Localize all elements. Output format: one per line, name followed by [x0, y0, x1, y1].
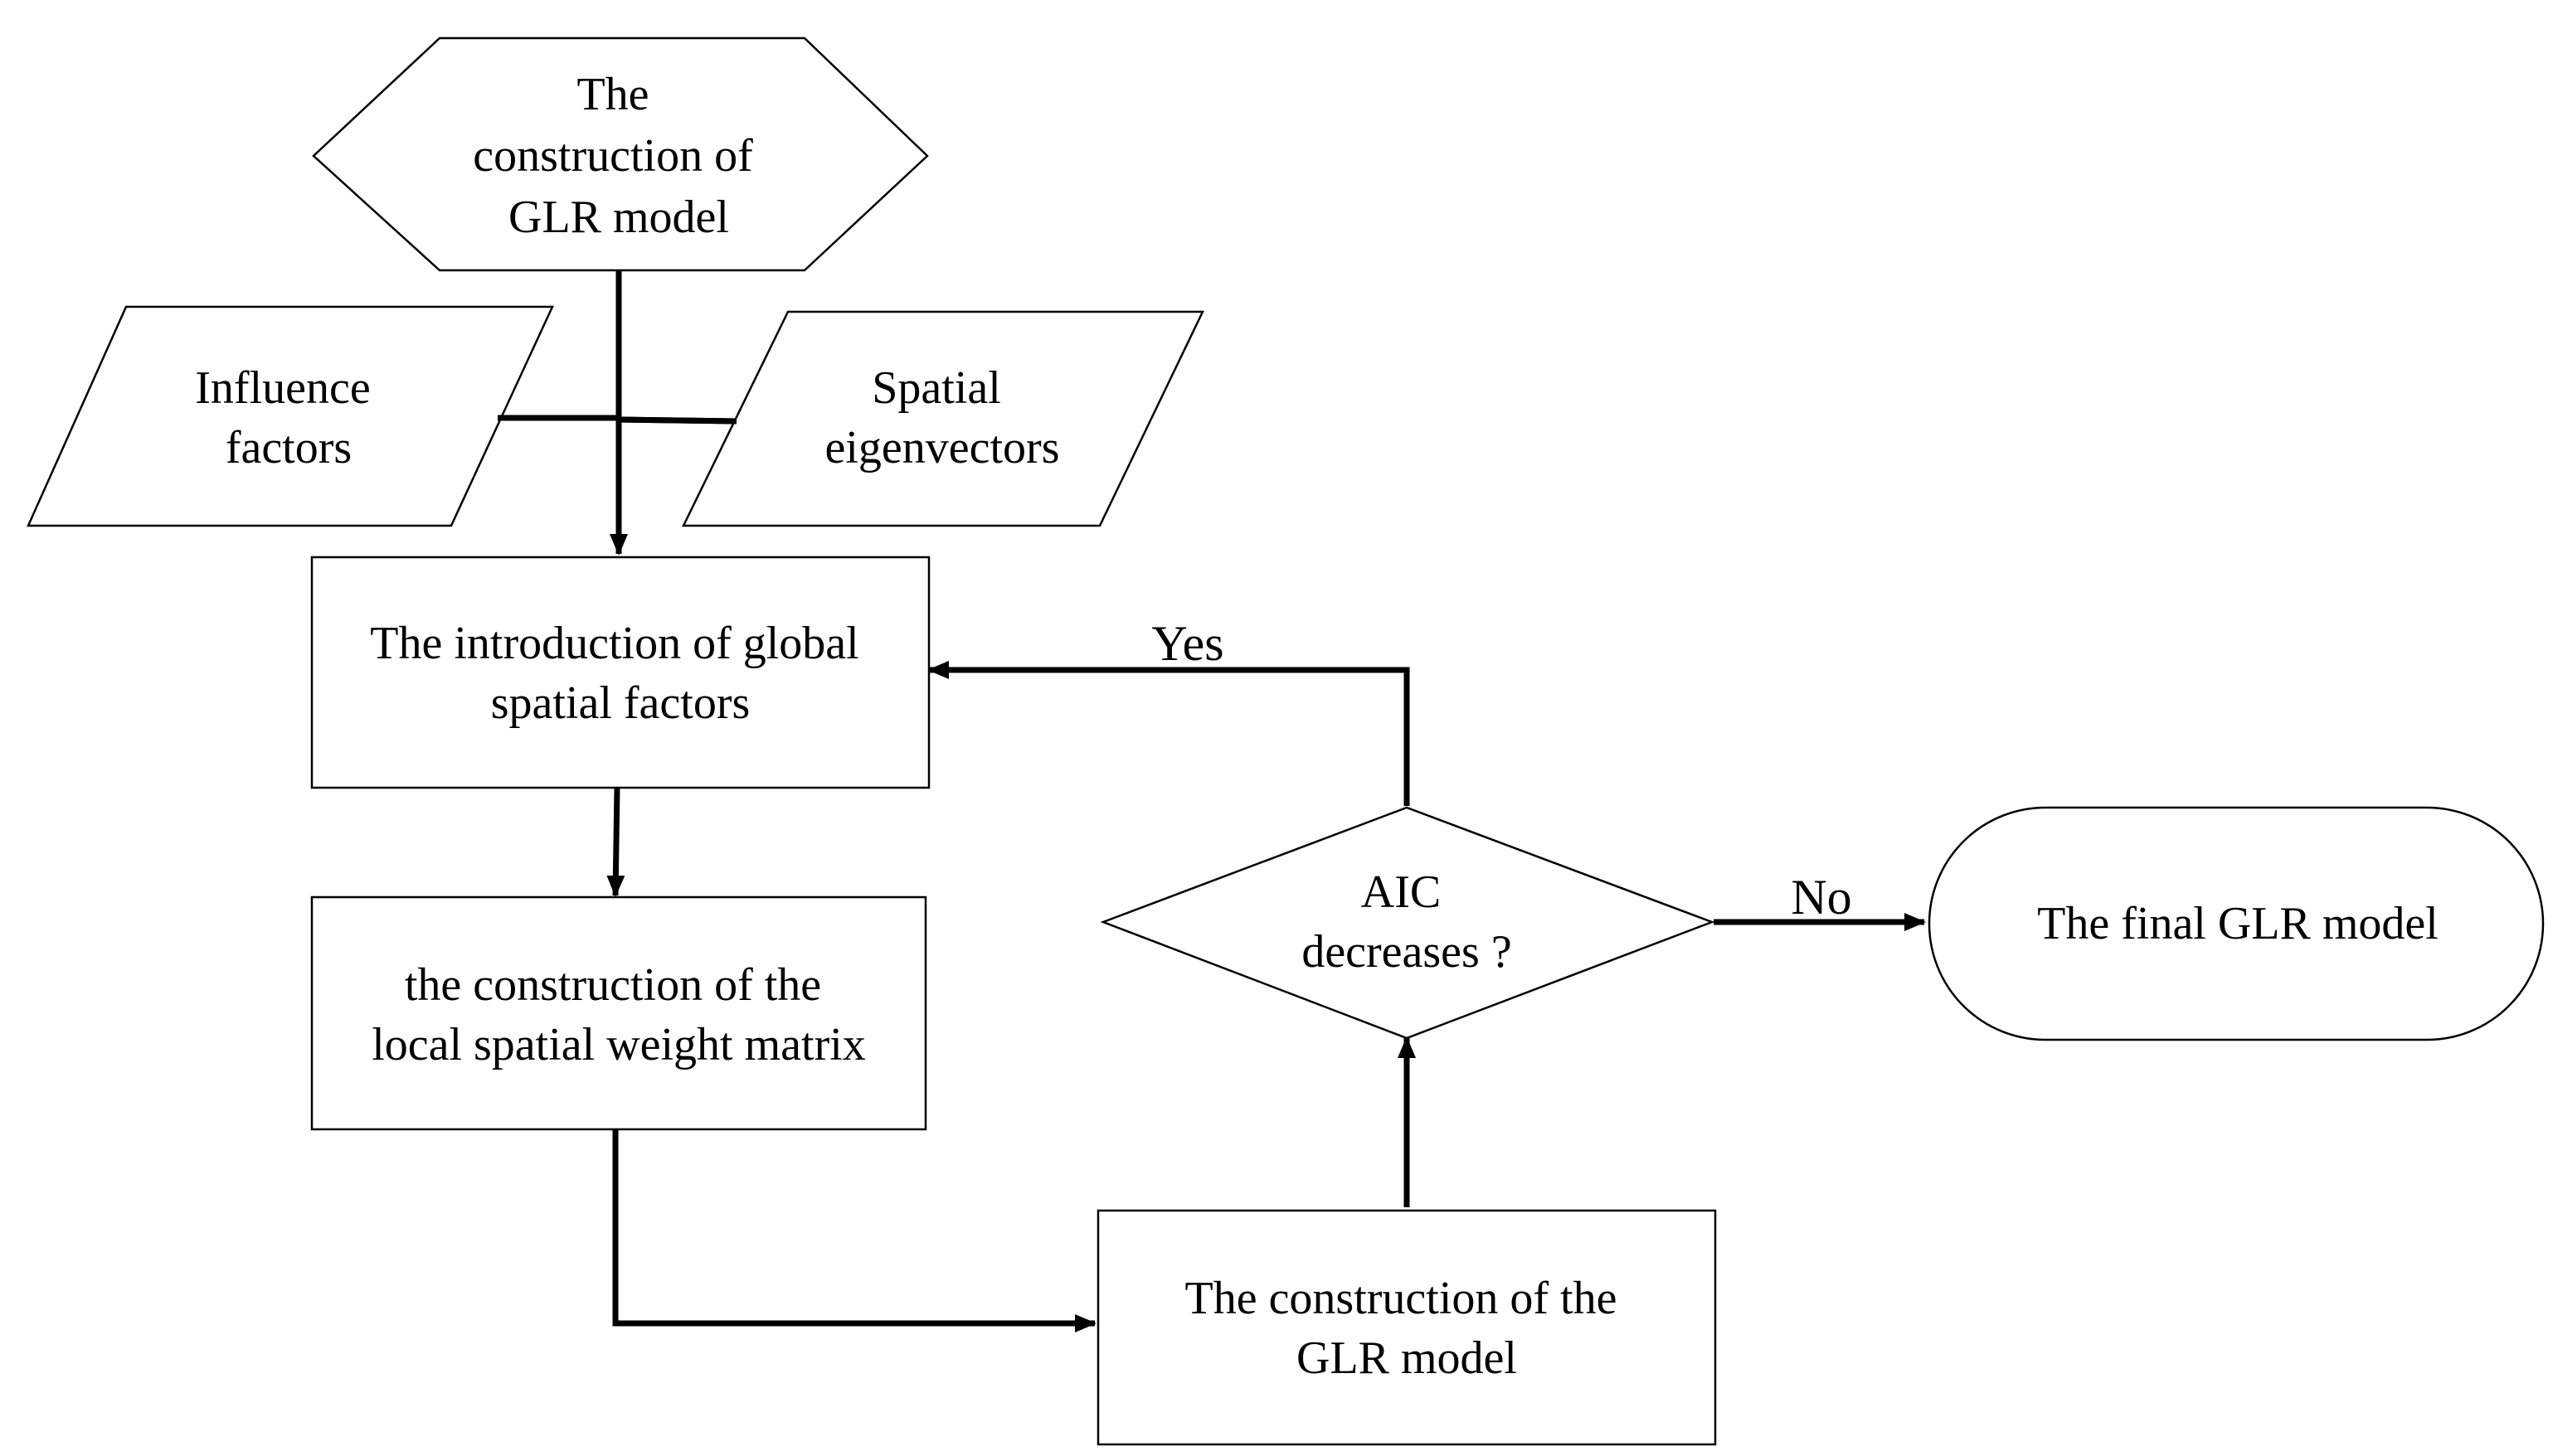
- node-start: The construction of GLR model: [312, 36, 929, 272]
- start-text: The construction of GLR model: [473, 69, 764, 243]
- construct-text: The construction of the GLR model: [1185, 1273, 1629, 1384]
- no-label: No: [1791, 870, 1851, 925]
- node-weight-matrix: the construction of the local spatial we…: [310, 895, 927, 1131]
- final-terminator-shape: [1928, 806, 2545, 1041]
- influence-text: Influence factors: [195, 362, 382, 473]
- final-text: The final GLR model: [2037, 898, 2439, 949]
- node-aic-decision: AIC decreases ?: [1100, 806, 1715, 1040]
- global-text: The introduction of global spatial facto…: [370, 618, 870, 729]
- yes-label: Yes: [1151, 616, 1223, 671]
- spatial-parallelogram-shape: [681, 310, 1204, 527]
- decision-diamond-shape: [1100, 806, 1715, 1040]
- node-global-spatial-factors: The introduction of global spatial facto…: [310, 556, 931, 789]
- node-spatial-eigenvectors: Spatial eigenvectors: [681, 310, 1204, 527]
- connectors: [498, 270, 1926, 1332]
- global-rect-shape: [310, 556, 931, 789]
- arrow-matrix-to-construct: [612, 1128, 1097, 1332]
- decision-text: AIC decreases ?: [1301, 866, 1511, 978]
- matrix-rect-shape: [310, 895, 927, 1131]
- construct-rect-shape: [1097, 1209, 1717, 1446]
- node-final-glr: The final GLR model: [1928, 806, 2545, 1041]
- connector-spatial-overlay: [618, 416, 737, 425]
- arrow-global-to-matrix: [606, 787, 625, 897]
- node-construct-glr: The construction of the GLR model: [1097, 1209, 1717, 1446]
- arrow-decision-yes-to-global: [927, 661, 1410, 806]
- matrix-text: the construction of the local spatial we…: [372, 959, 866, 1070]
- node-influence-factors: Influence factors: [27, 305, 554, 527]
- influence-parallelogram-shape: [27, 305, 554, 527]
- spatial-text: Spatial eigenvectors: [825, 362, 1060, 473]
- start-hexagon-shape: [312, 36, 929, 272]
